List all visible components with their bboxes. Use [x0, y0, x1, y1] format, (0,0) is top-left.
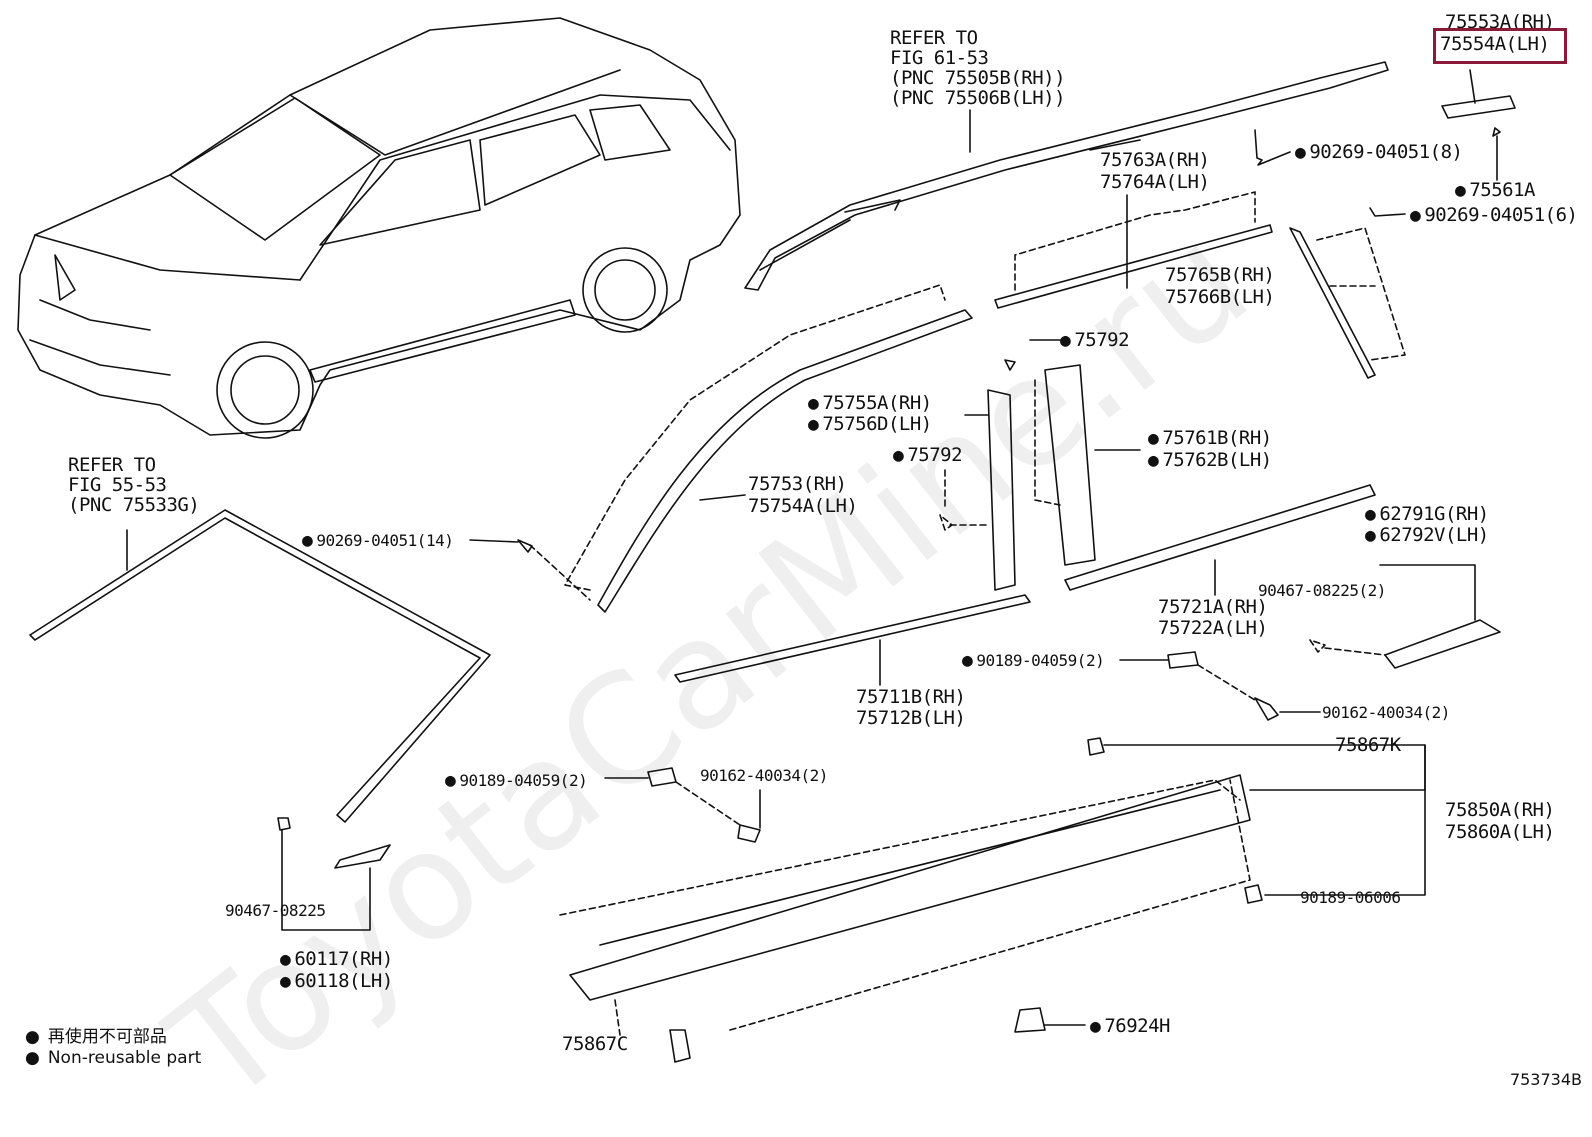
ref-windshield-1: REFER TO — [68, 454, 156, 476]
part-90467-08225-2[interactable]: 90467-08225(2) — [1258, 581, 1386, 600]
ref-roof-rail-2: FIG 61-53 — [890, 47, 989, 69]
highlight-box — [1433, 28, 1567, 64]
legend-bullet-icon — [25, 1027, 48, 1047]
part-90189-04059-left[interactable]: 90189-04059(2) — [445, 772, 587, 789]
part-75722A[interactable]: 75722A(LH) — [1158, 617, 1268, 639]
part-75764A[interactable]: 75764A(LH) — [1100, 171, 1210, 193]
part-90189-04059-right[interactable]: 90189-04059(2) — [962, 652, 1104, 669]
ref-windshield-3: (PNC 75533G) — [68, 494, 200, 516]
part-75754A[interactable]: 75754A(LH) — [748, 495, 858, 517]
part-90269-04051-8[interactable]: 90269-04051(8) — [1295, 142, 1463, 163]
part-90162-40034-left[interactable]: 90162-40034(2) — [700, 766, 828, 785]
part-60118[interactable]: 60118(LH) — [280, 971, 393, 992]
part-75753[interactable]: 75753(RH) — [748, 473, 847, 495]
legend-text-en: Non-reusable part — [47, 1048, 202, 1068]
part-75867K[interactable]: 75867K — [1335, 734, 1401, 756]
part-75712B[interactable]: 75712B(LH) — [856, 707, 966, 729]
part-75561A[interactable]: 75561A — [1455, 180, 1535, 201]
legend-text-cn: 再使用不可部品 — [47, 1027, 167, 1047]
ref-roof-rail-1: REFER TO — [890, 27, 978, 49]
legend-non-reusable-en: Non-reusable part — [25, 1048, 201, 1068]
diagram-code: 753734B — [1509, 1070, 1582, 1089]
part-90162-40034-right[interactable]: 90162-40034(2) — [1322, 703, 1450, 722]
roof-rail-drawing — [744, 61, 1389, 291]
part-75867C[interactable]: 75867C — [562, 1033, 628, 1055]
part-62792V[interactable]: 62792V(LH) — [1365, 525, 1489, 546]
legend-non-reusable-cn: 再使用不可部品 — [25, 1022, 167, 1047]
part-75860A[interactable]: 75860A(LH) — [1445, 821, 1555, 843]
part-90269-04051-14[interactable]: 90269-04051(14) — [302, 532, 454, 549]
part-75755A[interactable]: 75755A(RH) — [808, 393, 932, 414]
part-76924H[interactable]: 76924H — [1090, 1016, 1170, 1037]
vehicle-illustration — [17, 17, 741, 439]
part-60117[interactable]: 60117(RH) — [280, 949, 393, 970]
ref-windshield-2: FIG 55-53 — [68, 474, 167, 496]
part-75850A[interactable]: 75850A(RH) — [1445, 799, 1555, 821]
parts-diagram — [17, 17, 1516, 1063]
part-75792-lower[interactable]: 75792 — [893, 445, 962, 466]
part-75756D[interactable]: 75756D(LH) — [808, 414, 932, 435]
part-90467-08225[interactable]: 90467-08225 — [225, 901, 326, 920]
part-75761B[interactable]: 75761B(RH) — [1148, 428, 1272, 449]
part-75553A[interactable]: 75553A(RH) — [1445, 11, 1555, 33]
part-75763A[interactable]: 75763A(RH) — [1100, 149, 1210, 171]
part-75721A[interactable]: 75721A(RH) — [1158, 596, 1268, 618]
part-75762B[interactable]: 75762B(LH) — [1148, 450, 1272, 471]
part-90269-04051-6[interactable]: 90269-04051(6) — [1410, 205, 1578, 226]
part-75554A[interactable]: 75554A(LH) — [1440, 33, 1550, 55]
ref-roof-rail-4: (PNC 75506B(LH)) — [890, 87, 1066, 109]
part-75711B[interactable]: 75711B(RH) — [856, 686, 966, 708]
part-75792-upper[interactable]: 75792 — [1060, 330, 1129, 351]
part-62791G[interactable]: 62791G(RH) — [1365, 504, 1489, 525]
legend-bullet-icon — [25, 1048, 48, 1068]
part-90189-06006[interactable]: 90189-06006 — [1300, 888, 1401, 907]
part-75765B[interactable]: 75765B(RH) — [1165, 264, 1275, 286]
ref-roof-rail-3: (PNC 75505B(RH)) — [890, 67, 1066, 89]
part-75766B[interactable]: 75766B(LH) — [1165, 286, 1275, 308]
